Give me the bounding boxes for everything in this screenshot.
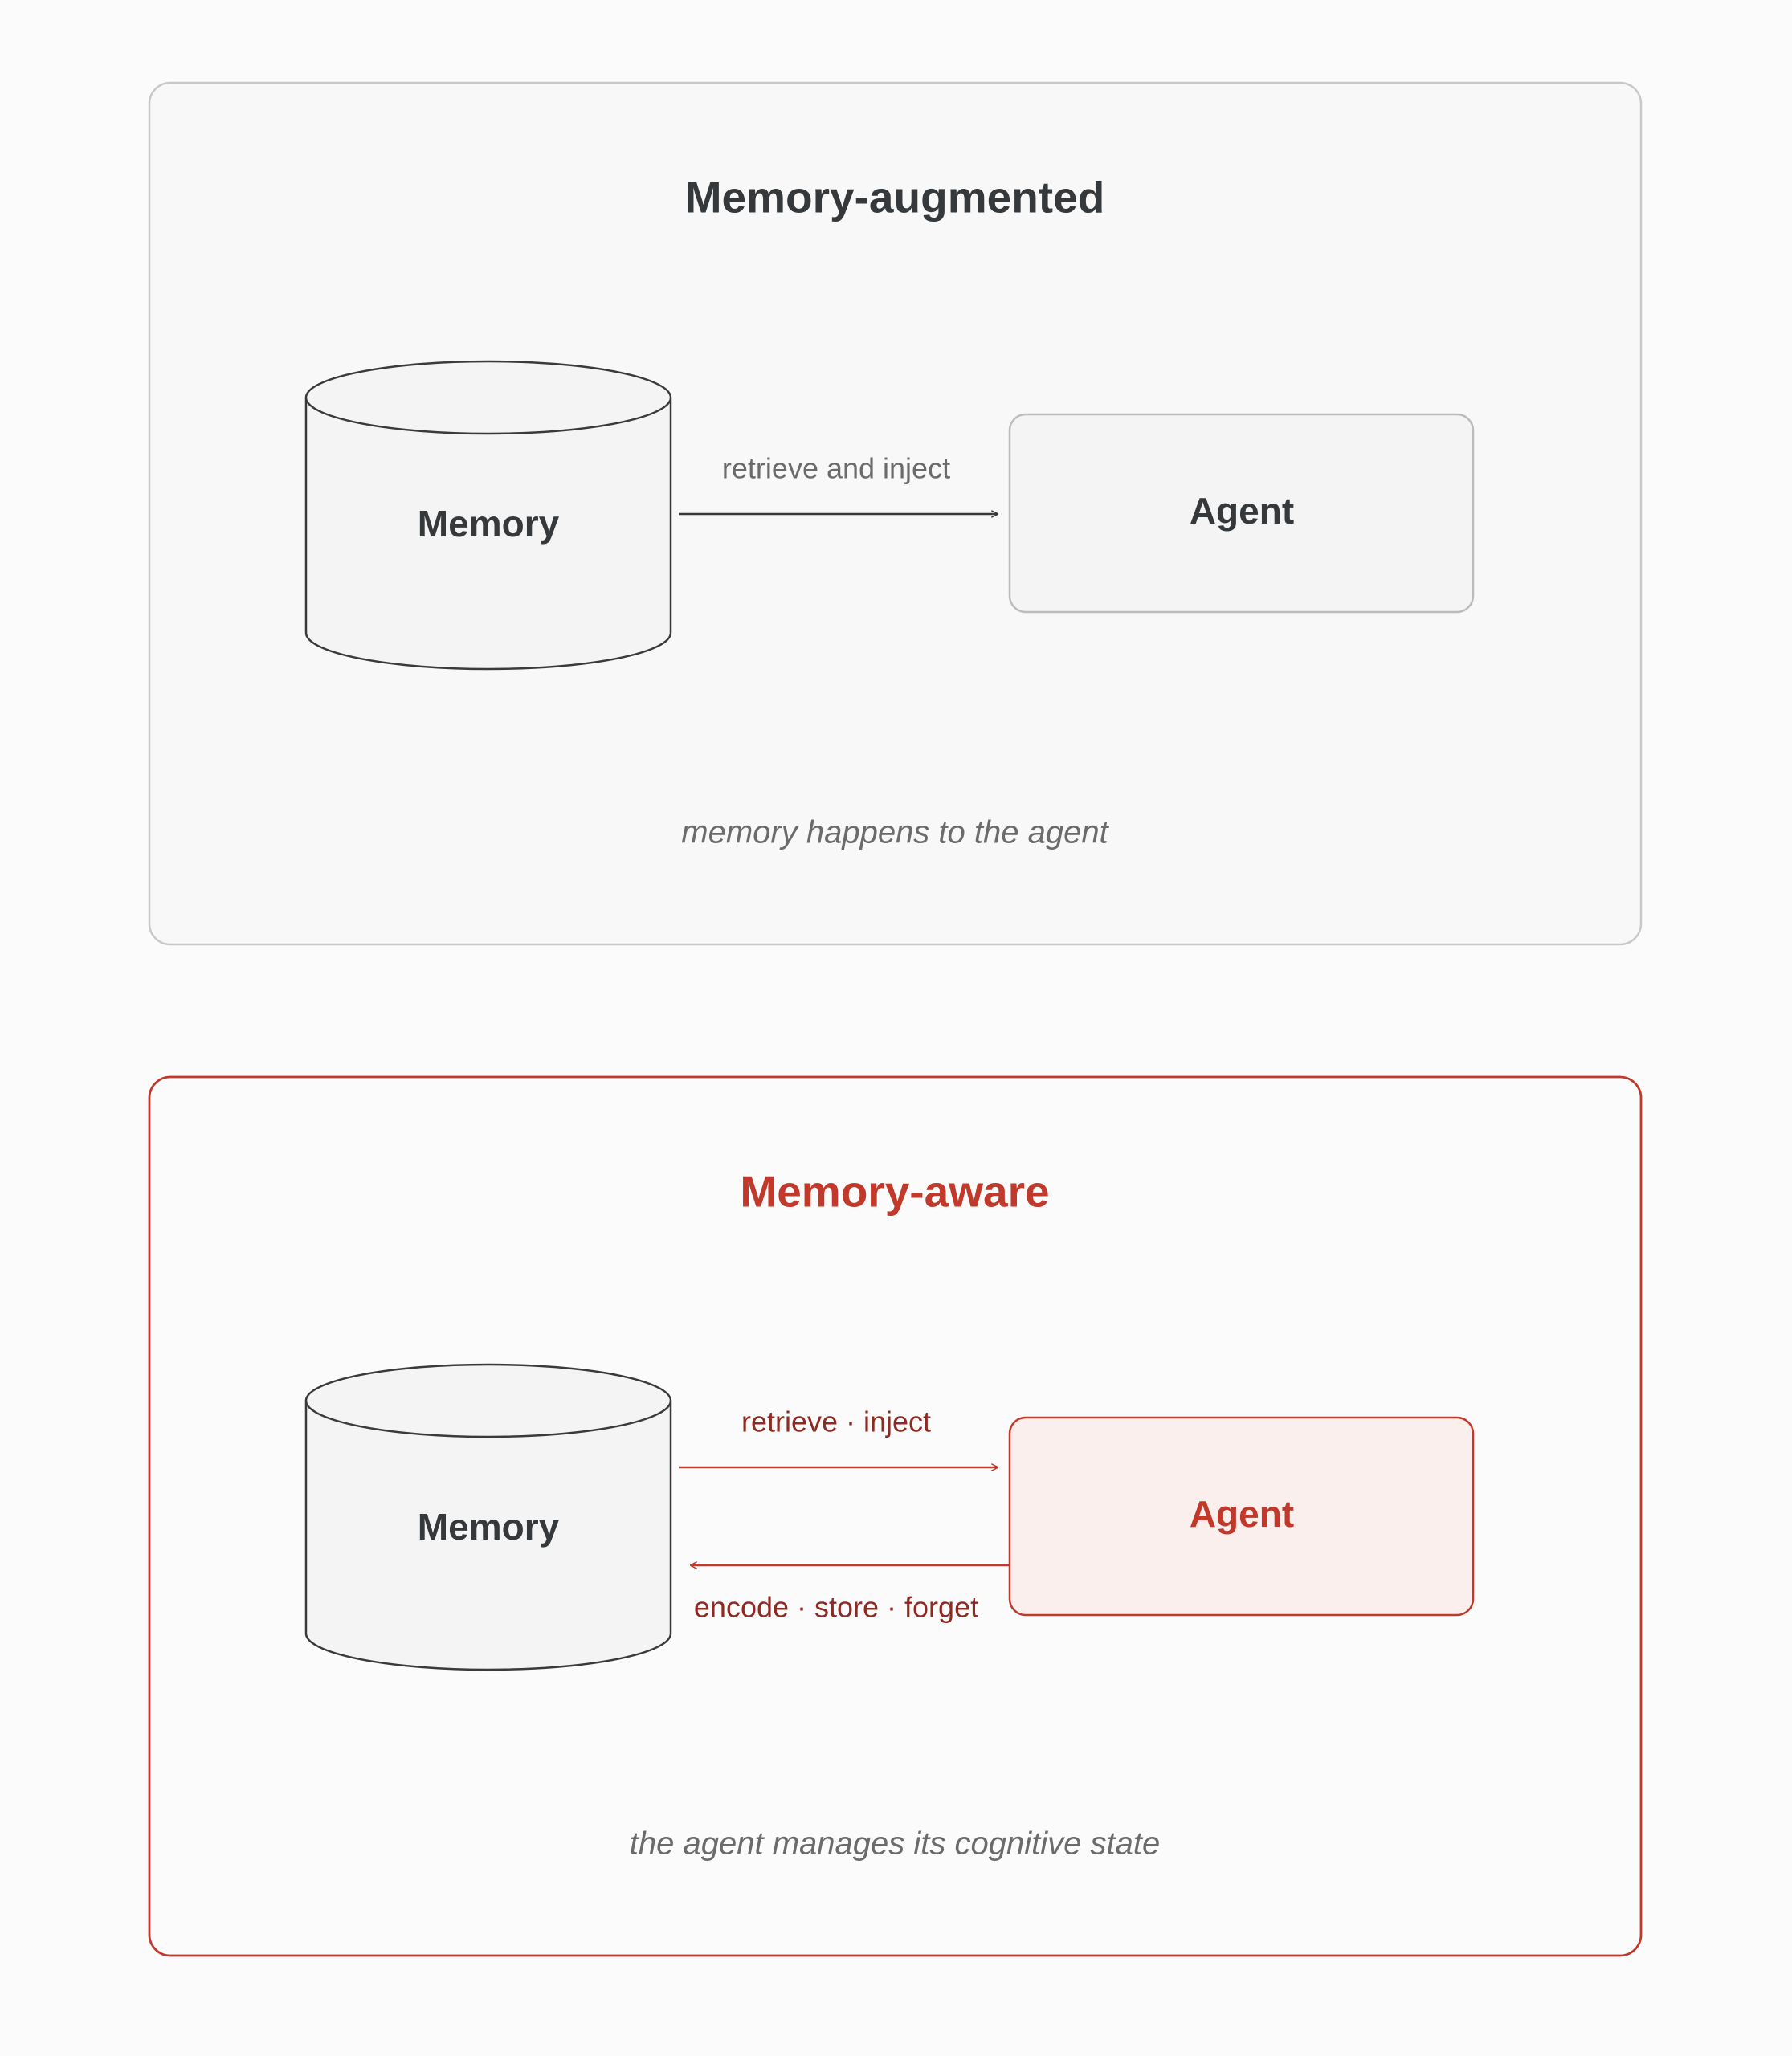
agent-label: Agent <box>1190 490 1294 532</box>
retrieve-inject-edge: retrieve · inject <box>679 1405 998 1467</box>
retrieve-inject-edge: retrieve and inject <box>679 452 998 514</box>
edge-label: retrieve and inject <box>722 452 950 485</box>
agent-label: Agent <box>1190 1493 1294 1535</box>
memory-store: Memory <box>304 1363 672 1671</box>
memory-store: Memory <box>304 360 672 671</box>
memory-label: Memory <box>418 1506 560 1548</box>
panel-memory-aware: Memory-aware Memory retrieve · inject en… <box>148 1075 1643 1957</box>
memory-cylinder-body <box>304 1401 672 1671</box>
panel-title: Memory-aware <box>740 1167 1049 1217</box>
edge-label: retrieve · inject <box>741 1405 931 1438</box>
agent-box <box>1008 413 1475 614</box>
panel-memory-aware-frame <box>148 1075 1643 1957</box>
panel-caption: memory happens to the agent <box>681 815 1109 851</box>
memory-cylinder-top <box>304 1363 672 1438</box>
agent-node: Agent <box>1008 1416 1475 1617</box>
memory-cylinder-top <box>304 360 672 435</box>
memory-label: Memory <box>418 503 560 545</box>
panel-caption: the agent manages its cognitive state <box>630 1826 1160 1862</box>
encode-store-forget-edge: encode · store · forget <box>691 1565 1010 1624</box>
panel-title: Memory-augmented <box>685 173 1105 222</box>
memory-cylinder-body <box>304 398 672 671</box>
panel-memory-augmented: Memory-augmented Memory retrieve and inj… <box>148 81 1643 946</box>
agent-node: Agent <box>1008 413 1475 614</box>
agent-box <box>1008 1416 1475 1617</box>
edge-label: encode · store · forget <box>694 1591 978 1624</box>
